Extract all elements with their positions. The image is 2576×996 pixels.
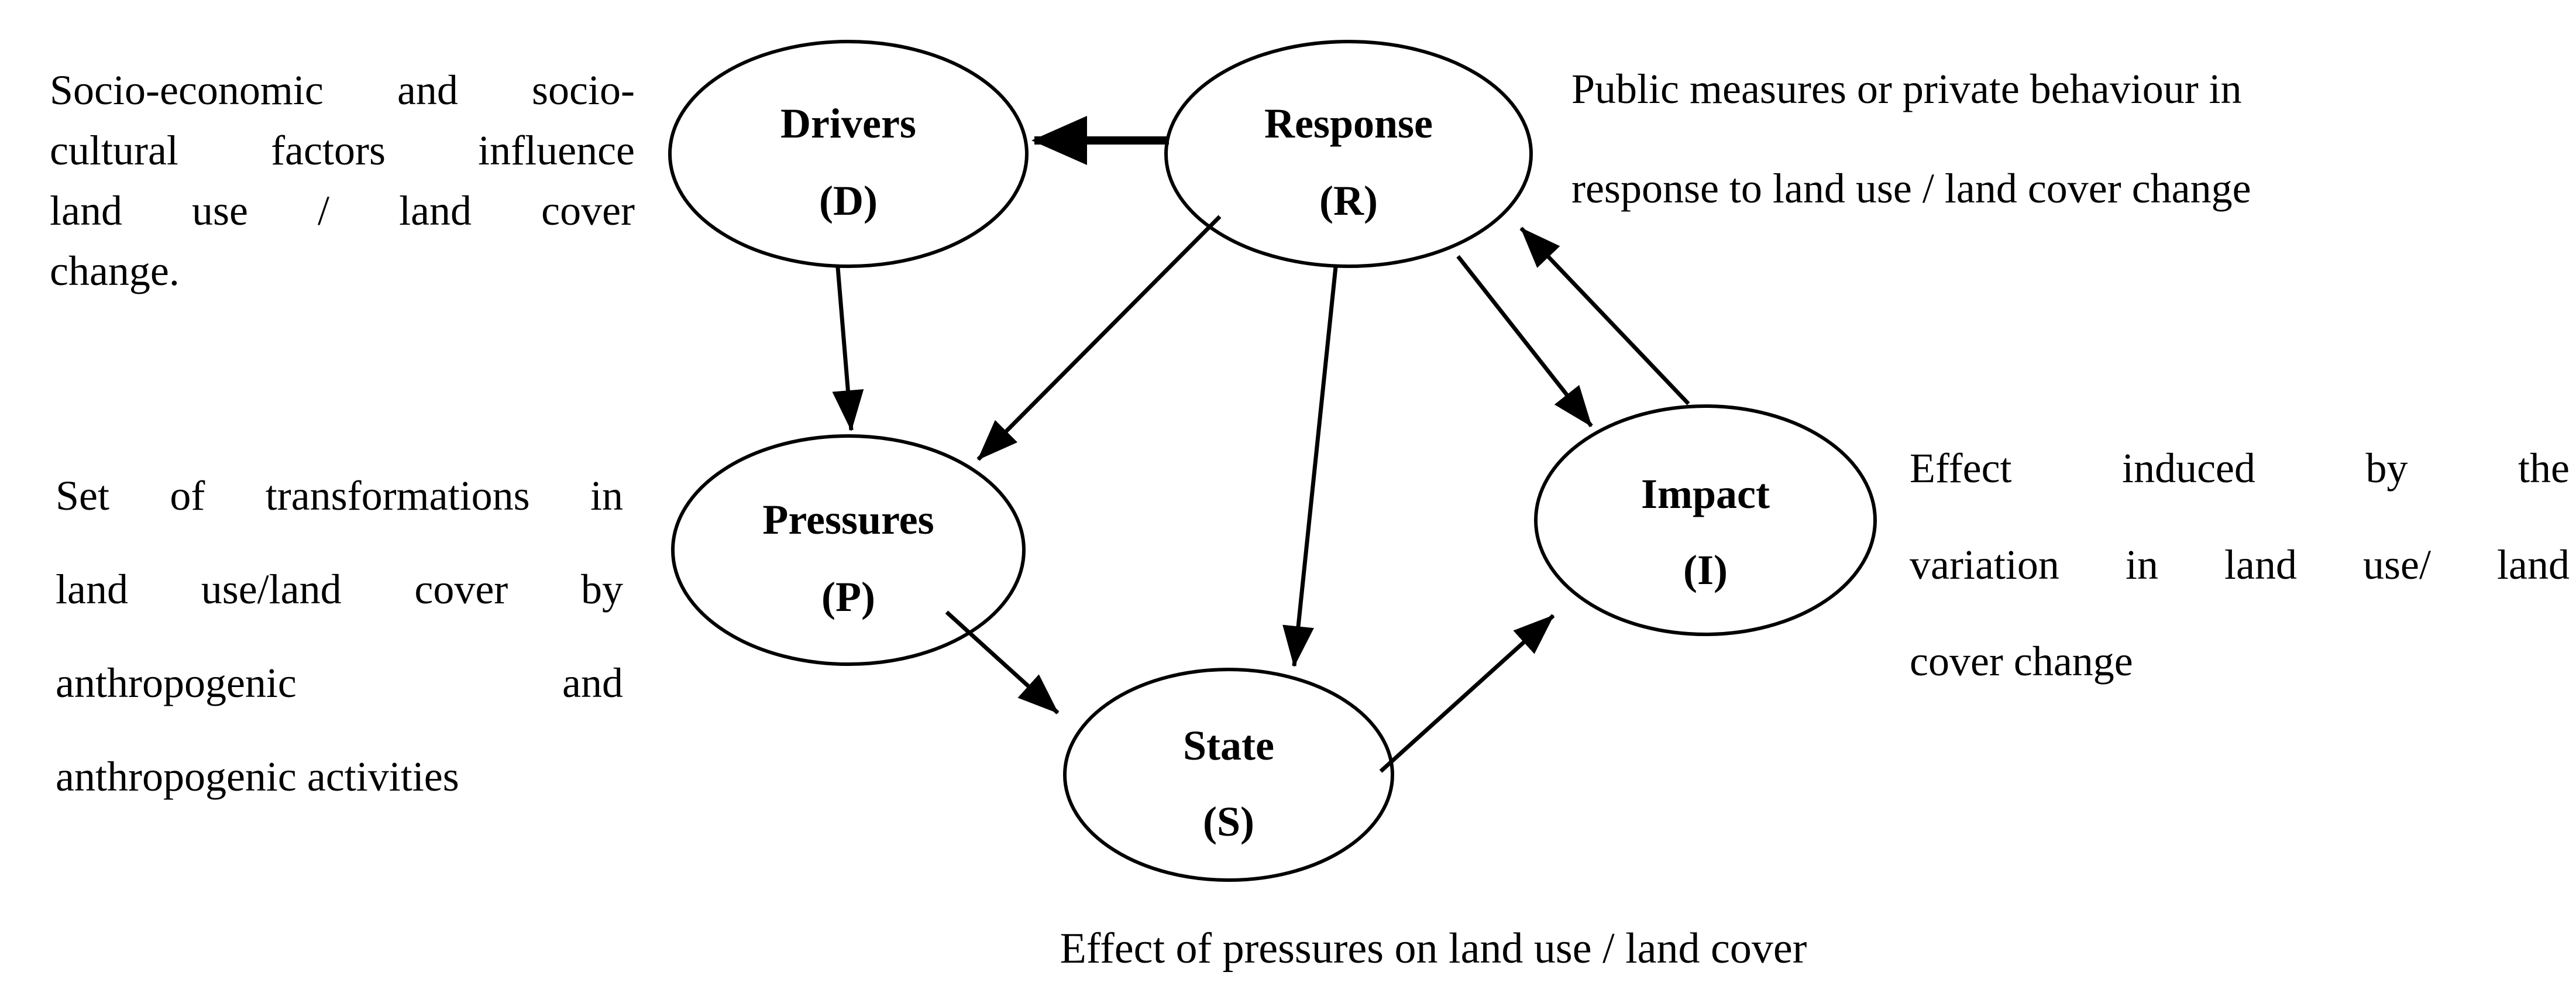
pressures-annotation: Set of transformations in land use/land … bbox=[56, 449, 623, 823]
annotation-line: response to land use / land cover change bbox=[1571, 165, 2251, 212]
response-annotation: Public measures or private behaviour in … bbox=[1571, 39, 2472, 238]
response-abbr: (R) bbox=[1319, 177, 1378, 224]
arrow-response-to-state bbox=[1282, 266, 1338, 667]
impact-abbr: (I) bbox=[1683, 547, 1728, 593]
annotation-line: change. bbox=[50, 248, 180, 294]
state-annotation: Effect of pressures on land use / land c… bbox=[1060, 925, 1807, 973]
annotation-line: Public measures or private behaviour in bbox=[1571, 66, 2242, 112]
drivers-annotation-text: Socio-economic and socio- cultural facto… bbox=[50, 60, 635, 301]
response-label: Response bbox=[1264, 100, 1433, 147]
impact-ellipse bbox=[1534, 404, 1877, 636]
pressures-annotation-text: Set of transformations in land use/land … bbox=[56, 449, 623, 823]
node-pressures: Pressures (P) bbox=[671, 434, 1026, 666]
arrow-response-to-impact bbox=[1456, 255, 1593, 428]
pressures-abbr: (P) bbox=[821, 573, 875, 620]
arrow-impact-to-response bbox=[1519, 226, 1690, 406]
node-state: State (S) bbox=[1063, 668, 1394, 882]
node-response: Response (R) bbox=[1164, 40, 1533, 268]
annotation-line: variation in land use/ land bbox=[1910, 541, 2570, 588]
pressures-ellipse bbox=[671, 434, 1026, 666]
arrow-response-to-pressures bbox=[976, 215, 1222, 461]
annotation-line: Socio-economic and socio- bbox=[50, 67, 635, 114]
response-ellipse bbox=[1164, 40, 1533, 268]
annotation-line: Set of transformations in bbox=[56, 472, 623, 519]
pressures-label: Pressures bbox=[762, 496, 934, 543]
response-annotation-text: Public measures or private behaviour in … bbox=[1571, 39, 2472, 238]
drivers-annotation: Socio-economic and socio- cultural facto… bbox=[50, 60, 635, 301]
arrow-drivers-to-pressures bbox=[832, 267, 864, 431]
impact-label: Impact bbox=[1641, 470, 1770, 517]
annotation-line: land use / land cover bbox=[50, 187, 635, 234]
annotation-line: anthropogenic and bbox=[56, 660, 623, 706]
drivers-ellipse bbox=[668, 40, 1029, 268]
annotation-line: anthropogenic activities bbox=[56, 753, 459, 800]
impact-annotation-text: Effect induced by the variation in land … bbox=[1910, 420, 2570, 710]
state-abbr: (S) bbox=[1203, 798, 1254, 845]
annotation-line: Effect induced by the bbox=[1910, 445, 2570, 492]
drivers-label: Drivers bbox=[780, 100, 916, 147]
arrow-state-to-impact bbox=[1379, 614, 1555, 773]
state-label: State bbox=[1183, 722, 1274, 769]
node-impact: Impact (I) bbox=[1534, 404, 1877, 636]
state-ellipse bbox=[1063, 668, 1394, 882]
annotation-line: land use/land cover by bbox=[56, 566, 623, 613]
drivers-abbr: (D) bbox=[819, 177, 878, 224]
node-drivers: Drivers (D) bbox=[668, 40, 1029, 268]
annotation-line: cultural factors influence bbox=[50, 127, 635, 174]
edges bbox=[832, 116, 1690, 773]
annotation-line: cover change bbox=[1910, 638, 2133, 685]
impact-annotation: Effect induced by the variation in land … bbox=[1910, 420, 2570, 710]
arrow-pressures-to-state bbox=[945, 610, 1060, 715]
